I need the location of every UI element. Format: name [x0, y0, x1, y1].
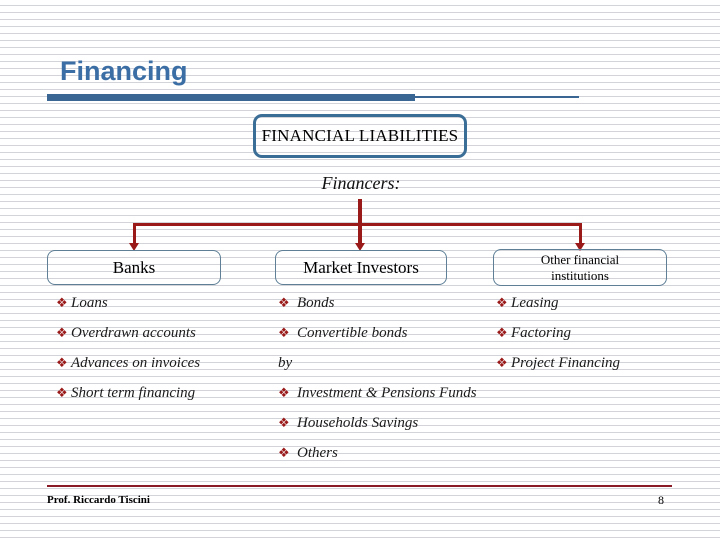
connector-horizontal-bar — [133, 223, 582, 226]
list-item-label: Others — [297, 445, 338, 461]
footer-divider — [47, 485, 672, 487]
list-item: ❖ Investment & Pensions Funds — [278, 384, 488, 403]
bullet-column-banks: ❖ Loans ❖ Overdrawn accounts ❖ Advances … — [56, 294, 271, 414]
category-box-other-label-line2: institutions — [551, 267, 609, 283]
category-box-other-label-line1: Other financial — [540, 251, 620, 267]
title-underline-bar — [47, 94, 415, 101]
diamond-bullet-icon: ❖ — [56, 296, 68, 311]
arrowhead-middle-icon — [355, 243, 365, 251]
title-underline-extension — [414, 96, 579, 98]
root-box-label: FINANCIAL LIABILITIES — [261, 126, 459, 145]
diamond-bullet-icon: ❖ — [496, 296, 508, 311]
page-title: Financing — [60, 56, 188, 86]
list-item-label: Factoring — [511, 325, 571, 341]
diamond-bullet-icon: ❖ — [496, 356, 508, 371]
list-item-label: Advances on invoices — [71, 355, 201, 371]
diamond-bullet-icon: ❖ — [278, 386, 290, 401]
list-item: ❖ Project Financing — [496, 354, 711, 373]
category-box-other-financial-institutions-label: Other financial institutions — [541, 252, 619, 284]
list-item: ❖ Loans — [56, 294, 271, 313]
list-item-label: Bonds — [297, 295, 335, 311]
list-item: ❖ Households Savings — [278, 414, 488, 433]
diamond-bullet-icon: ❖ — [56, 326, 68, 341]
list-item-connector-word: by — [278, 354, 488, 373]
list-item-label: Leasing — [511, 295, 559, 311]
diamond-bullet-icon: ❖ — [56, 386, 68, 401]
list-item: ❖ Advances on invoices — [56, 354, 271, 373]
list-item-label: Short term financing — [71, 385, 196, 401]
list-item: ❖ Convertible bonds — [278, 324, 488, 343]
category-box-banks: Banks — [47, 250, 221, 285]
list-item-label: Convertible bonds — [297, 325, 408, 341]
category-box-banks-label: Banks — [112, 257, 156, 277]
bullet-column-market-investors: ❖ Bonds ❖ Convertible bonds by ❖ Investm… — [278, 294, 488, 474]
root-box-financial-liabilities: FINANCIAL LIABILITIES — [253, 114, 467, 158]
connector-branch-right — [579, 223, 582, 245]
arrowhead-left-icon — [129, 243, 139, 251]
connector-word-label: by — [278, 355, 293, 371]
list-item-label: Households Savings — [297, 415, 419, 431]
list-item: ❖ Overdrawn accounts — [56, 324, 271, 343]
list-item-label: Project Financing — [511, 355, 620, 371]
connector-branch-middle — [358, 223, 362, 245]
connector-stem-vertical — [358, 199, 362, 225]
footer-author: Prof. Riccardo Tiscini — [47, 494, 150, 506]
list-item-label: Loans — [71, 295, 108, 311]
category-box-market-investors: Market Investors — [275, 250, 447, 285]
arrowhead-right-icon — [575, 243, 585, 251]
list-item: ❖ Bonds — [278, 294, 488, 313]
diamond-bullet-icon: ❖ — [56, 356, 68, 371]
list-item-label: Overdrawn accounts — [71, 325, 196, 341]
category-box-other-financial-institutions: Other financial institutions — [493, 249, 667, 286]
diamond-bullet-icon: ❖ — [278, 416, 290, 431]
list-item: ❖ Factoring — [496, 324, 711, 343]
diagram-subtitle: Financers: — [0, 173, 720, 194]
diamond-bullet-icon: ❖ — [496, 326, 508, 341]
diamond-bullet-icon: ❖ — [278, 326, 290, 341]
list-item: ❖ Short term financing — [56, 384, 271, 403]
connector-branch-left — [133, 223, 136, 245]
list-item: ❖ Leasing — [496, 294, 711, 313]
list-item: ❖ Others — [278, 444, 488, 463]
diamond-bullet-icon: ❖ — [278, 296, 290, 311]
bullet-column-other-financial-institutions: ❖ Leasing ❖ Factoring ❖ Project Financin… — [496, 294, 711, 384]
diamond-bullet-icon: ❖ — [278, 446, 290, 461]
diagram-subtitle-text: Financers: — [321, 173, 401, 193]
page-number: 8 — [658, 493, 664, 507]
category-box-market-investors-label: Market Investors — [303, 257, 419, 277]
list-item-label: Investment & Pensions Funds — [297, 385, 477, 401]
